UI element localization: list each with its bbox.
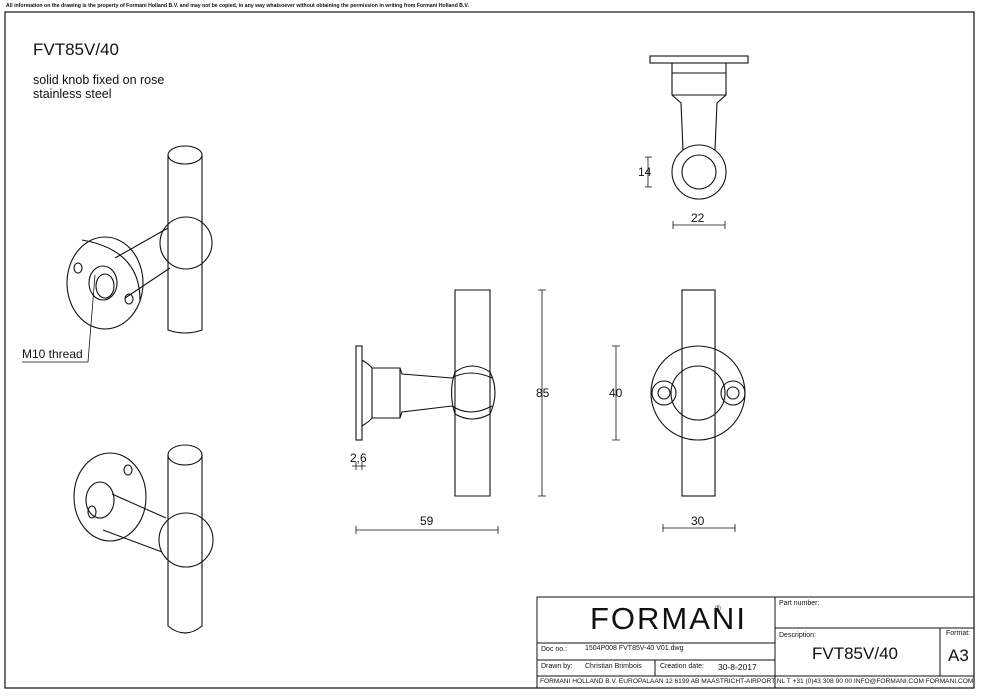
sheet-border [4,11,975,689]
product-code: FVT85V/40 [33,40,119,59]
doc-no-value: 1504P008 FVT85V-40 V01.dwg [585,645,684,652]
creation-date-label: Creation date: [660,663,704,670]
dim-front-rose: 40 [609,386,623,400]
dim-top-width: 22 [691,211,705,225]
dim-top-height: 14 [638,165,652,179]
format-label: Format: [946,630,971,637]
description-label: Description: [779,632,816,639]
dim-side-thickness: 2,6 [350,451,367,465]
description-value: FVT85V/40 [812,644,898,663]
doc-no-label: Doc no.: [541,646,568,653]
part-number-label: Part number: [779,600,820,607]
product-description-line1: solid knob fixed on rose [33,73,165,87]
drawn-by-label: Drawn by: [541,663,573,670]
company-footer: FORMANI HOLLAND B.V. EUROPALAAN 12 6199 … [540,678,974,685]
brand-logo: FORMANI [590,601,747,636]
brand-registered-mark: ® [715,604,721,613]
iso-view-front [22,145,213,363]
dim-front-width: 30 [691,514,705,528]
iso-view-back [73,444,214,634]
dim-side-length: 59 [420,514,434,528]
format-value: A3 [948,646,969,665]
thread-callout: M10 thread [22,347,83,361]
top-view [645,55,749,229]
side-view [352,289,546,534]
title-block [536,596,975,689]
ownership-disclaimer: All information on the drawing is the pr… [6,3,469,9]
front-view [612,289,746,532]
drawn-by-value: Christian Brimbois [585,663,642,670]
product-description-line2: stainless steel [33,87,112,101]
creation-date-value: 30-8-2017 [718,662,757,672]
dim-side-height: 85 [536,386,550,400]
